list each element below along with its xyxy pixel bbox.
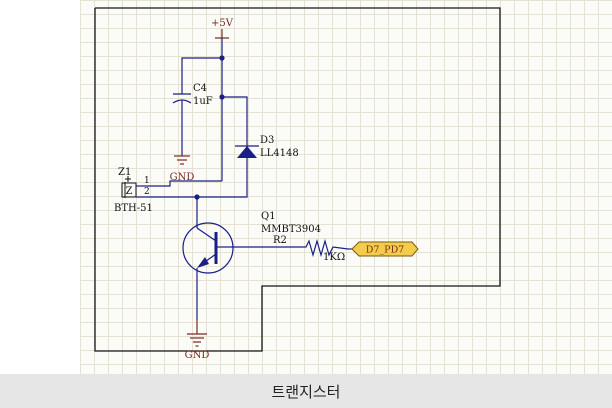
z1-value: BTH-51 — [114, 203, 153, 214]
net-label-d7-pd7: D7_PD7 — [351, 241, 419, 257]
r2-designator: R2 — [273, 235, 287, 246]
wires — [181, 38, 352, 320]
schematic-drawing: +5V C4 1uF — [94, 7, 501, 361]
z1-designator: Z1 — [118, 167, 131, 178]
ground-symbol-top: GND — [170, 155, 195, 183]
power-5v-symbol: +5V — [211, 18, 234, 39]
schematic-panel: +5V C4 1uF — [80, 0, 612, 374]
ground-label-bottom: GND — [185, 350, 210, 361]
transistor-q1: Q1 MMBT3904 — [182, 211, 321, 274]
z1-body-letter: Z — [126, 186, 133, 197]
d3-designator: D3 — [260, 135, 274, 146]
caption-text: 트랜지스터 — [271, 383, 341, 401]
junction-dot — [219, 55, 225, 61]
junction-dot — [219, 94, 225, 100]
c4-designator: C4 — [193, 83, 207, 94]
diode-d3: D3 LL4148 — [235, 135, 299, 159]
sheet-border — [94, 7, 501, 352]
z1-pin-1: 1 — [144, 176, 150, 186]
q1-designator: Q1 — [261, 211, 276, 222]
ground-label-top: GND — [170, 172, 195, 183]
net-label-text: D7_PD7 — [366, 245, 404, 256]
z1-pin-2: 2 — [144, 187, 150, 197]
power-5v-label: +5V — [211, 18, 234, 29]
buzzer-z1: Z 1 2 Z1 BTH-51 — [114, 167, 196, 214]
ground-symbol-bottom: GND — [185, 320, 210, 361]
resistor-r2: R2 1KΩ — [273, 235, 349, 263]
c4-value: 1uF — [193, 96, 213, 107]
caption-bar: 트랜지스터 — [0, 374, 612, 408]
junction-dot — [194, 194, 200, 200]
d3-value: LL4148 — [260, 148, 299, 159]
q1-value: MMBT3904 — [261, 224, 321, 235]
capacitor-c4: C4 1uF — [172, 83, 213, 107]
r2-value: 1KΩ — [323, 252, 345, 263]
